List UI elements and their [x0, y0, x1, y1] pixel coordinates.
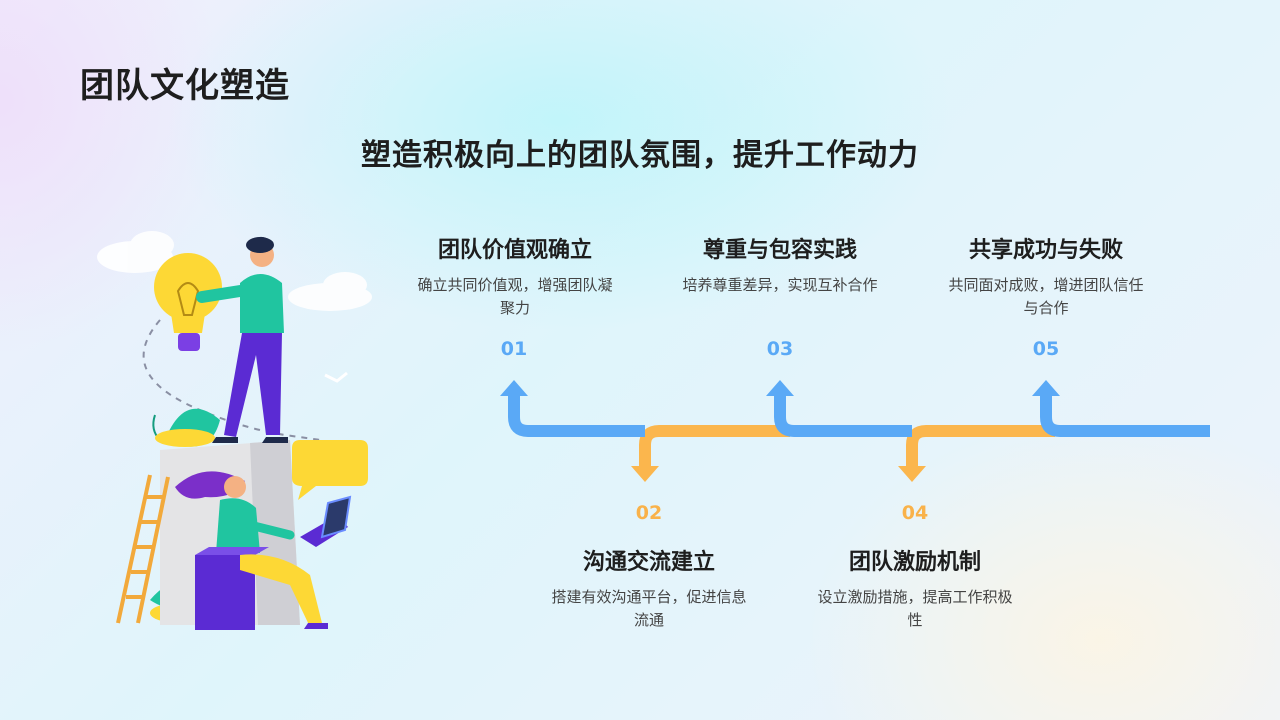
- laptop-icon: [300, 495, 352, 547]
- lightbulb-icon: [154, 253, 222, 351]
- step-5: 共享成功与失败 共同面对成败，增进团队信任与合作: [936, 232, 1156, 320]
- step-description: 设立激励措施，提高工作积极性: [817, 588, 1013, 629]
- step-title: 团队价值观确立: [437, 238, 592, 263]
- standing-person: [196, 236, 288, 443]
- sitting-person: [175, 471, 328, 630]
- step-4: 团队激励机制 设立激励措施，提高工作积极性: [805, 544, 1025, 632]
- step-description: 确立共同价值观，增强团队凝聚力: [417, 276, 613, 317]
- slide-title: 团队文化塑造: [80, 66, 290, 106]
- slide-subtitle: 塑造积极向上的团队氛围，提升工作动力: [361, 138, 919, 173]
- step-title: 团队激励机制: [848, 550, 981, 575]
- step-number: 01: [500, 338, 528, 360]
- speech-bubble-icon: [292, 440, 368, 500]
- step-description: 搭建有效沟通平台，促进信息流通: [551, 588, 747, 629]
- step-number: 04: [901, 502, 929, 524]
- arrow-up-icon: [500, 380, 1060, 396]
- step-2: 沟通交流建立 搭建有效沟通平台，促进信息流通: [539, 544, 759, 632]
- step-description: 共同面对成败，增进团队信任与合作: [948, 276, 1144, 317]
- step-number: 02: [635, 502, 663, 524]
- blue-arrow-path: [508, 392, 1210, 437]
- cloud-icon: [97, 231, 372, 311]
- step-1: 团队价值观确立 确立共同价值观，增强团队凝聚力: [405, 232, 625, 320]
- ladder-icon: [116, 474, 170, 624]
- step-title: 尊重与包容实践: [702, 238, 857, 263]
- step-title: 共享成功与失败: [968, 238, 1123, 263]
- step-number: 05: [1032, 338, 1060, 360]
- step-title: 沟通交流建立: [582, 550, 715, 575]
- step-3: 尊重与包容实践 培养尊重差异，实现互补合作: [670, 232, 890, 297]
- orange-arrow-path: [639, 425, 1055, 472]
- arrow-down-icon: [631, 466, 926, 482]
- team-illustration: [97, 231, 372, 630]
- step-description: 培养尊重差异，实现互补合作: [682, 276, 878, 294]
- step-number: 03: [766, 338, 794, 360]
